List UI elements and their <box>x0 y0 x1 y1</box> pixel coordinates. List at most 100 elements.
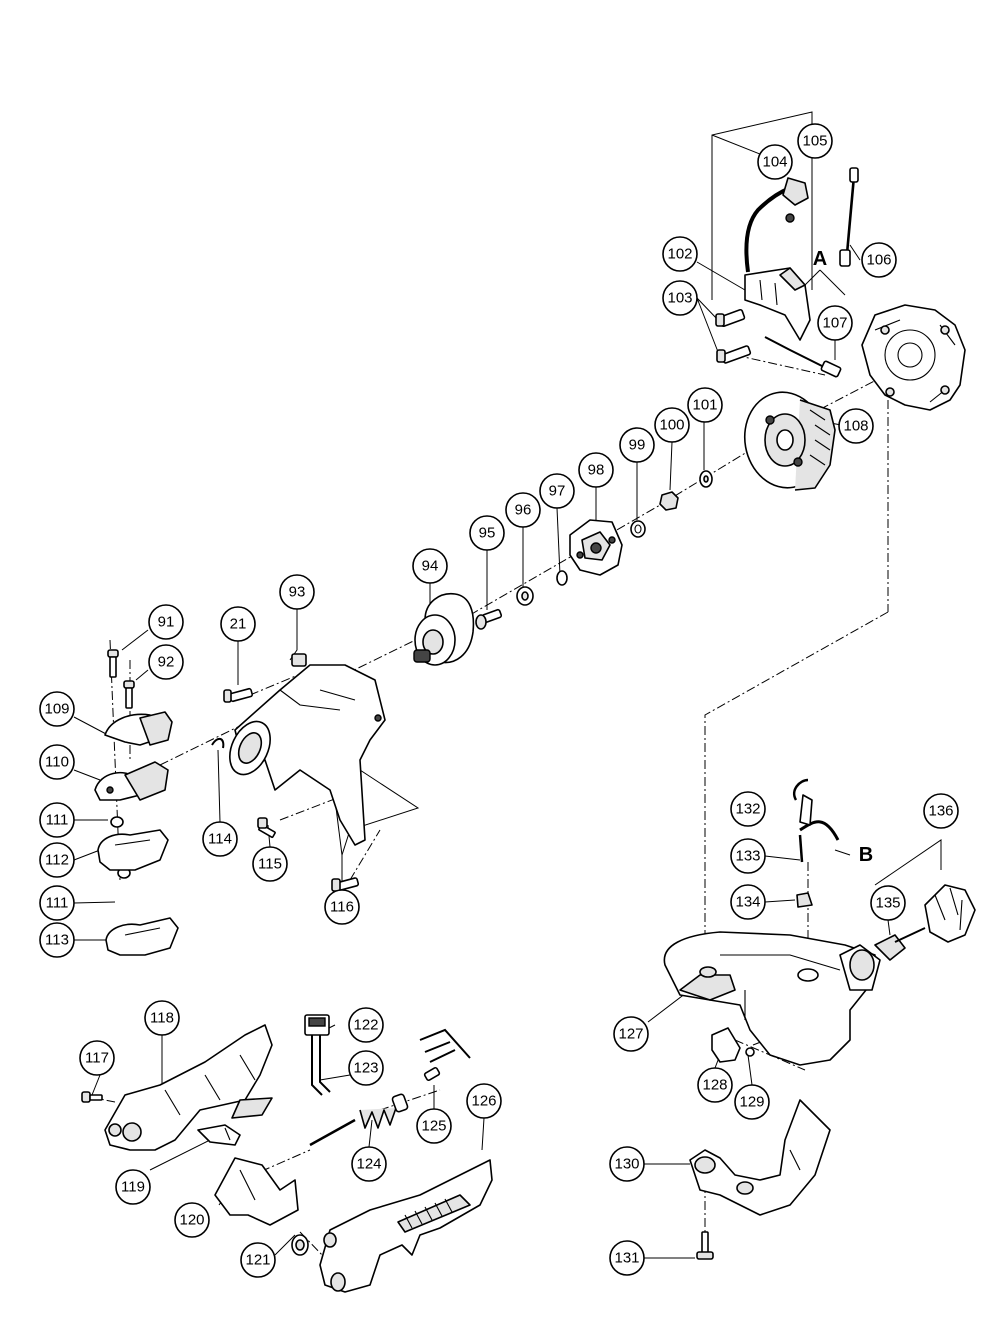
callout-111-upper: 111 <box>39 802 75 838</box>
callout-119: 119 <box>115 1169 151 1205</box>
clutch-housing-drawing <box>229 653 386 846</box>
callout-126: 126 <box>466 1083 502 1119</box>
filter-drawing <box>711 1027 755 1063</box>
part-label: 127 <box>618 1026 643 1043</box>
bolts-103-drawing <box>715 308 752 364</box>
part-label: 99 <box>629 437 646 454</box>
part-label: 91 <box>158 614 175 631</box>
callout-123: 123 <box>348 1050 384 1086</box>
callout-102: 102 <box>662 236 698 272</box>
part-label: 130 <box>614 1156 639 1173</box>
ignition-coil-drawing <box>744 177 811 341</box>
part-label: 112 <box>45 852 69 869</box>
callout-104: 104 <box>757 144 793 180</box>
callout-107: 107 <box>817 305 853 341</box>
screw-117-drawing <box>81 1091 103 1103</box>
part-label: 119 <box>121 1179 145 1196</box>
callout-108: 108 <box>838 408 874 444</box>
callout-122: 122 <box>348 1007 384 1043</box>
wire-drawing <box>839 167 859 267</box>
part-label: 100 <box>659 417 684 434</box>
bolt-131-drawing <box>696 1231 714 1260</box>
nut-washer-drawing <box>630 470 713 538</box>
part-label: 104 <box>762 154 787 171</box>
part-label: 92 <box>158 654 175 671</box>
callout-133: 133 <box>730 838 766 874</box>
part-label: 115 <box>258 856 282 873</box>
callout-131: 131 <box>609 1240 645 1276</box>
callout-100: 100 <box>654 407 690 443</box>
callout-110: 110 <box>39 744 75 780</box>
reference-letters: A B <box>813 248 873 866</box>
callout-114: 114 <box>202 821 238 857</box>
callout-120: 120 <box>174 1202 210 1238</box>
callout-96: 96 <box>505 492 541 528</box>
part-label: 110 <box>45 754 69 771</box>
bolt-21-drawing <box>223 687 254 703</box>
callout-129: 129 <box>734 1084 770 1120</box>
part-label: 105 <box>802 133 827 150</box>
part-label: 131 <box>614 1250 639 1267</box>
callout-136: 136 <box>923 793 959 829</box>
callout-93: 93 <box>279 574 315 610</box>
flywheel-drawing <box>743 391 836 491</box>
callout-130: 130 <box>609 1146 645 1182</box>
assembly-lines <box>89 354 906 1259</box>
spring-drawing <box>309 1028 471 1147</box>
part-label: 114 <box>208 831 232 848</box>
part-label: 108 <box>843 418 868 435</box>
fuel-tank-drawing <box>663 931 881 1066</box>
callout-99: 99 <box>619 427 655 463</box>
part-label: 21 <box>230 616 247 633</box>
part-label: 122 <box>353 1017 378 1034</box>
part-label: 96 <box>515 502 532 519</box>
callout-113: 113 <box>39 922 75 958</box>
parts-drawings <box>81 167 976 1293</box>
part-label: 129 <box>739 1094 764 1111</box>
part-label: 95 <box>479 525 496 542</box>
callout-132: 132 <box>730 791 766 827</box>
trigger-lever-drawing <box>214 1157 299 1226</box>
part-label: 134 <box>735 894 760 911</box>
part-label: 98 <box>588 462 605 479</box>
part-label: 103 <box>667 290 692 307</box>
part-label: 136 <box>928 803 953 820</box>
part-label: 120 <box>179 1212 204 1229</box>
callout-21: 21 <box>220 606 256 642</box>
callout-101: 101 <box>687 387 723 423</box>
part-label: 128 <box>702 1077 727 1094</box>
part-label: 116 <box>330 899 354 916</box>
crankcase-drawing <box>861 304 966 411</box>
callout-95: 95 <box>469 515 505 551</box>
part-label: 125 <box>421 1118 446 1135</box>
cap-121-drawing <box>291 1234 309 1256</box>
reference-letter-b: B <box>859 844 873 866</box>
callout-115: 115 <box>252 846 288 882</box>
part-label: 102 <box>667 246 692 263</box>
callout-127: 127 <box>613 1016 649 1052</box>
part-label: 133 <box>735 848 760 865</box>
part-label: 111 <box>46 895 69 912</box>
handle-housing-drawing <box>104 1024 273 1151</box>
reference-letter-a: A <box>813 248 827 270</box>
callout-125: 125 <box>416 1108 452 1144</box>
switch-drawing <box>304 1014 331 1096</box>
part-label: 117 <box>85 1050 109 1067</box>
part-label: 126 <box>471 1093 496 1110</box>
callout-121: 121 <box>240 1242 276 1278</box>
callout-109: 109 <box>39 691 75 727</box>
part-label: 94 <box>422 558 439 575</box>
stop-wire-drawing <box>764 336 842 378</box>
part-label: 132 <box>735 801 760 818</box>
clutch-drawing <box>569 519 623 576</box>
part-label: 109 <box>44 701 69 718</box>
trigger-drawing <box>197 1124 241 1146</box>
part-label: 124 <box>356 1156 381 1173</box>
clamp-112-113-drawing <box>97 829 179 956</box>
clutch-drum-drawing <box>413 593 475 666</box>
part-label: 123 <box>353 1060 378 1077</box>
part-label: 118 <box>150 1010 174 1027</box>
part-callouts: 105 104 106 102 103 107 108 101 100 99 9… <box>39 123 959 1278</box>
clutch-hardware-drawing <box>475 570 568 630</box>
